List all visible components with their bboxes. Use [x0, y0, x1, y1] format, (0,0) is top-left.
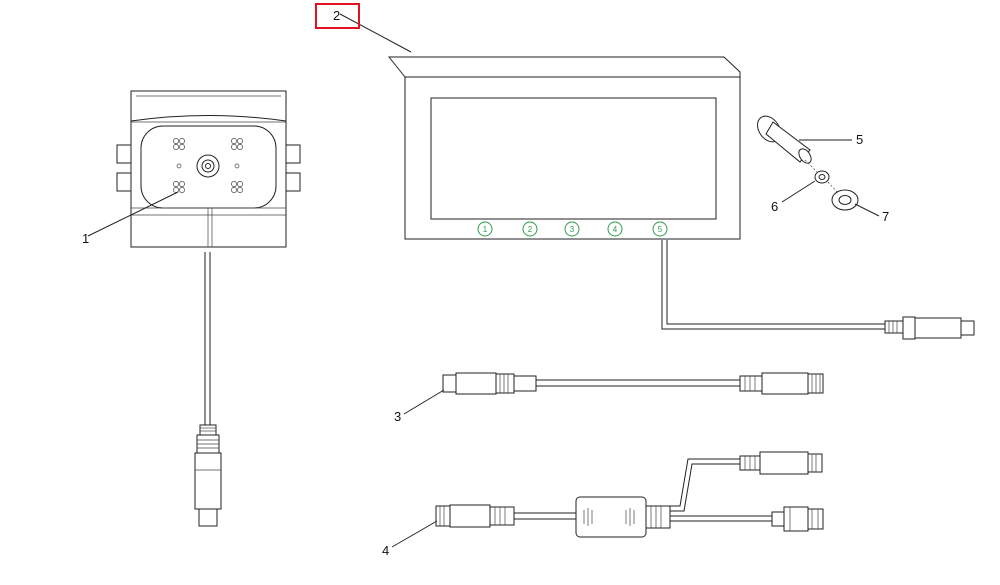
- monitor-button-1-label: 1: [483, 225, 488, 234]
- monitor-button-4: [607, 221, 623, 237]
- camera: [116, 90, 301, 527]
- monitor-button-4-label: 4: [613, 225, 618, 234]
- monitor-screen: [430, 97, 717, 220]
- monitor-button-3-label: 3: [570, 225, 575, 234]
- monitor-button-5: [652, 221, 668, 237]
- monitor-button-3: [564, 221, 580, 237]
- callout-5: 5: [856, 132, 863, 147]
- monitor-button-5-label: 5: [658, 225, 663, 234]
- callout-leader-3: [403, 389, 445, 415]
- callout-6: 6: [771, 199, 778, 214]
- highlight-box: [315, 3, 360, 29]
- monitor-button-2: [522, 221, 538, 237]
- splitter-cable: [435, 451, 824, 538]
- monitor-button-2-label: 2: [528, 225, 533, 234]
- callout-4: 4: [382, 543, 389, 558]
- callout-2: 2: [333, 8, 340, 23]
- callout-leader-7: [854, 203, 880, 217]
- callout-leader-6: [781, 180, 816, 203]
- monitor: 1 2 3 4 5: [387, 56, 975, 340]
- callout-3: 3: [394, 409, 401, 424]
- splitter-box: [575, 496, 647, 538]
- callout-leader-2: [339, 13, 412, 53]
- callout-1: 1: [82, 231, 89, 246]
- mount-hardware: [757, 115, 859, 211]
- extension-cable: [442, 372, 824, 395]
- monitor-button-1: [477, 221, 493, 237]
- callout-7: 7: [882, 209, 889, 224]
- callout-leader-4: [391, 520, 438, 548]
- callout-leader-1: [87, 191, 179, 237]
